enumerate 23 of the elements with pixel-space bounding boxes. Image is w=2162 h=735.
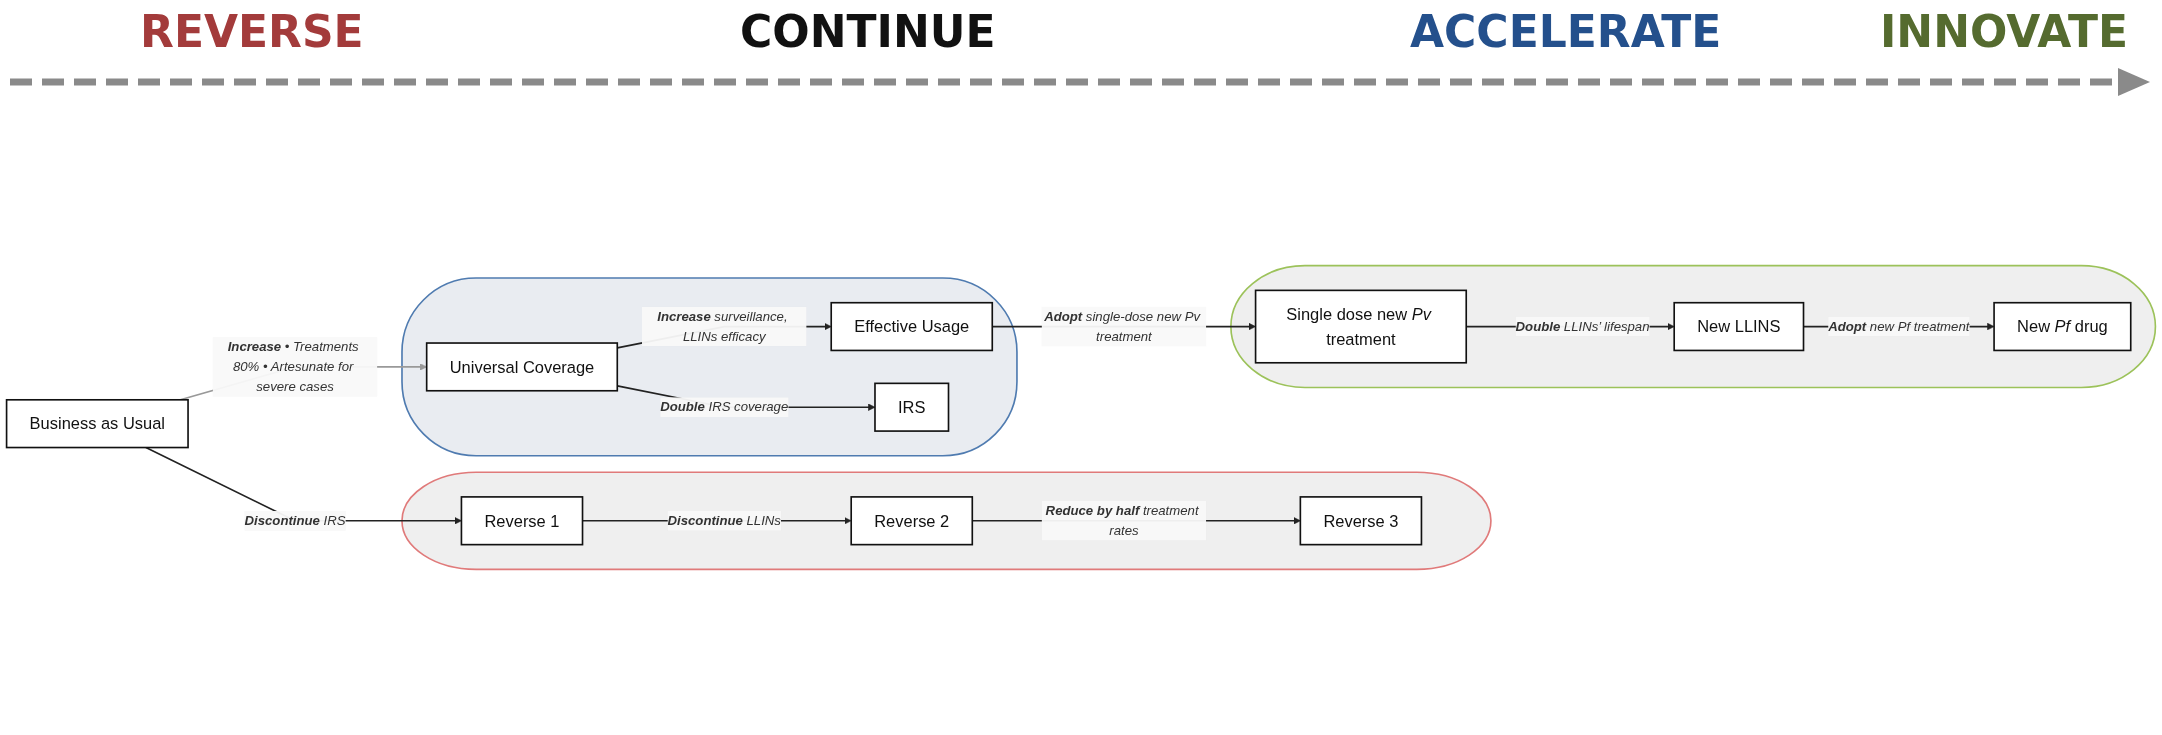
edge-label: Increase • Treatments 80% • Artesunate for severe cases bbox=[227, 339, 359, 394]
edge-label: Double LLINs’ lifespan bbox=[1515, 319, 1650, 334]
phase-label: CONTINUE bbox=[740, 6, 996, 57]
node-box: Reverse 2 bbox=[850, 496, 974, 546]
node-box: New LLINS bbox=[1673, 301, 1805, 352]
node-box: New Pf drug bbox=[1993, 301, 2132, 352]
phase-label: INNOVATE bbox=[1880, 6, 2128, 57]
phase-label: ACCELERATE bbox=[1410, 6, 1722, 57]
phase-label: REVERSE bbox=[140, 6, 364, 57]
edge-label: Discontinue LLINs bbox=[667, 513, 781, 528]
edge-label: Increase surveillance, LLINs efficacy bbox=[657, 309, 788, 344]
node-box: Reverse 1 bbox=[460, 496, 584, 546]
node-box: Single dose new Pv treatment bbox=[1254, 289, 1468, 364]
node-box: Universal Coverage bbox=[425, 342, 619, 392]
node-box: Effective Usage bbox=[830, 301, 994, 352]
edge-label: Adopt single-dose new Pv treatment bbox=[1044, 309, 1201, 344]
edge-label: Double IRS coverage bbox=[660, 399, 789, 414]
node-box: Business as Usual bbox=[5, 399, 189, 449]
edge-label: Reduce by half treatment rates bbox=[1045, 503, 1199, 538]
node-box: IRS bbox=[874, 382, 950, 432]
node-box: Reverse 3 bbox=[1299, 496, 1423, 546]
edge-label: Discontinue IRS bbox=[244, 513, 346, 528]
edge-label: Adopt new Pf treatment bbox=[1828, 319, 1970, 334]
